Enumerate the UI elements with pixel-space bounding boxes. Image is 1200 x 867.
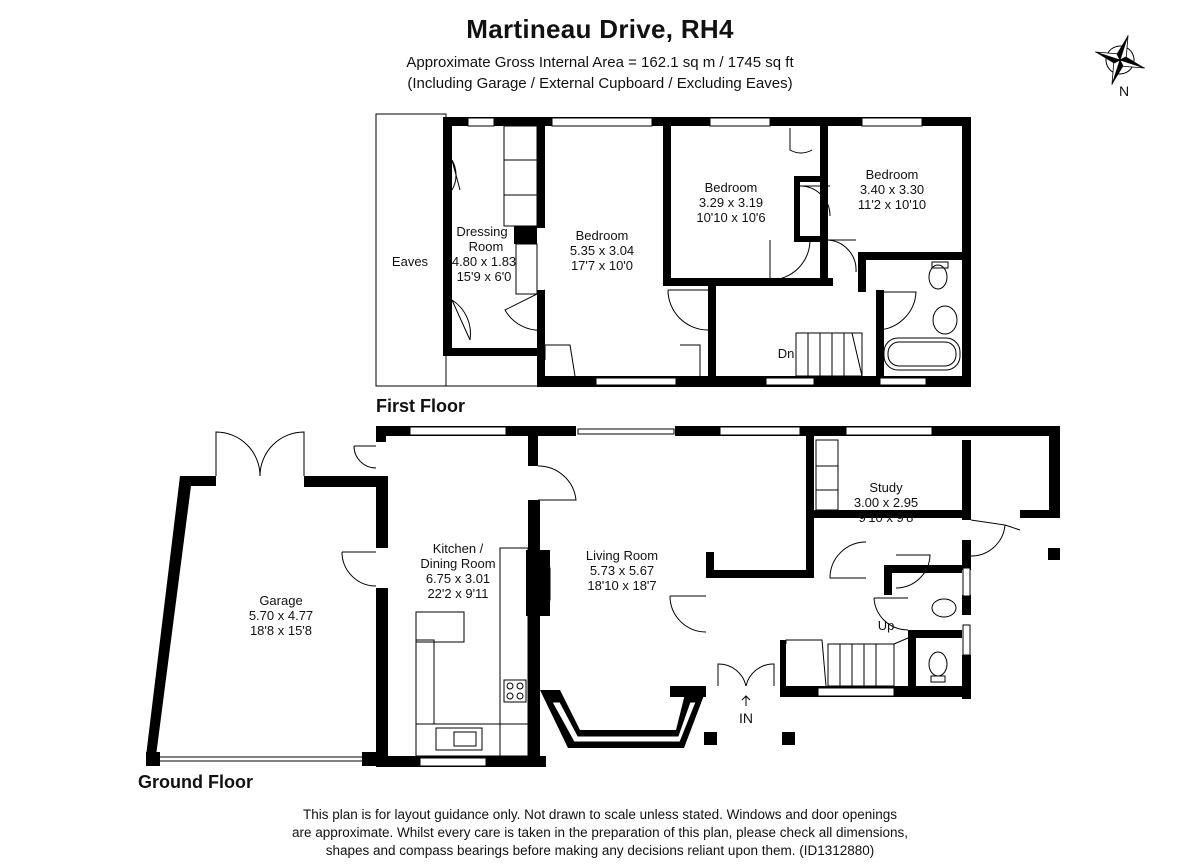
disclaimer-line-1: This plan is for layout guidance only. N… [302,807,898,822]
room-dims-study-m: 3.00 x 2.95 [854,495,918,510]
room-dims-bedroom-main-m: 5.35 x 3.04 [570,243,634,258]
room-label-garage: Garage [259,593,302,608]
room-dims-garage-m: 5.70 x 4.77 [249,608,313,623]
room-label-study: Study [869,480,903,495]
plan-title: Martineau Drive, RH4 [466,14,734,44]
room-label-kitchen-1: Kitchen / [433,541,484,556]
area-note-line: (Including Garage / External Cupboard / … [407,75,793,92]
room-dims-living-m: 5.73 x 5.67 [590,563,654,578]
first-floor-plan: Eaves Dressing Room 4.80 x 1.83 15'9 x 6… [375,113,971,387]
room-label-bedroom-2: Bedroom [705,180,758,195]
stairs-down-label: Dn [778,346,795,361]
room-label-eaves: Eaves [392,254,429,269]
room-dims-study-ft: 9'10 x 9'8 [859,510,914,525]
first-floor-label: First Floor [376,396,465,416]
ground-floor-plan: Garage 5.70 x 4.77 18'8 x 15'8 Kitchen /… [146,426,1060,767]
room-label-bedroom-main: Bedroom [576,228,629,243]
room-dims-kitchen-m: 6.75 x 3.01 [426,571,490,586]
room-dims-bedroom-2-m: 3.29 x 3.19 [699,195,763,210]
entrance-label: IN [739,710,753,726]
room-label-living-room: Living Room [586,548,658,563]
stairs-up-label: Up [878,618,895,633]
compass-icon [1095,35,1145,85]
room-label-dressing-room-2: Room [469,239,504,254]
disclaimer-line-3: shapes and compass bearings before makin… [325,843,875,858]
room-dims-bedroom-main-ft: 17'7 x 10'0 [571,258,633,273]
room-dims-living-ft: 18'10 x 18'7 [587,578,656,593]
room-dims-bedroom-3-ft: 11'2 x 10'10 [858,197,926,212]
room-dims-garage-ft: 18'8 x 15'8 [250,623,312,638]
room-dims-bedroom-3-m: 3.40 x 3.30 [860,182,924,197]
gross-area-line: Approximate Gross Internal Area = 162.1 … [406,54,794,71]
disclaimer-line-2: are approximate. Whilst every care is ta… [291,825,909,840]
room-dims-dressing-m: 4.80 x 1.83 [452,254,516,269]
room-dims-kitchen-ft: 22'2 x 9'11 [427,586,488,601]
compass-north-label: N [1119,83,1129,99]
room-label-bedroom-3: Bedroom [866,167,919,182]
room-label-kitchen-2: Dining Room [420,556,495,571]
entrance-arrow-icon [741,695,751,706]
ground-floor-label: Ground Floor [138,772,253,792]
room-label-dressing-room-1: Dressing [456,224,507,239]
room-dims-dressing-ft: 15'9 x 6'0 [457,269,512,284]
room-dims-bedroom-2-ft: 10'10 x 10'6 [696,210,765,225]
